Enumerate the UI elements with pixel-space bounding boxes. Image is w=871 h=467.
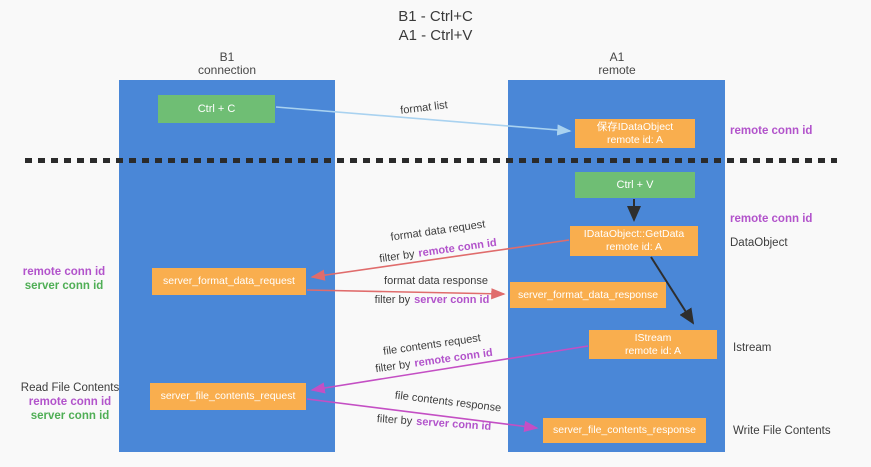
node-ctrl-v: Ctrl + V bbox=[575, 172, 695, 198]
filter-by-text-2: filter by bbox=[374, 294, 411, 306]
node-save-idataobject: 保存IDataObject remote id: A bbox=[575, 119, 695, 148]
istream-side-label: Istream bbox=[733, 342, 772, 354]
left-server-conn-id-2: server conn id bbox=[30, 410, 110, 422]
format-request-label: server_format_data_request bbox=[163, 275, 295, 287]
title-line-1: B1 - Ctrl+C bbox=[398, 8, 473, 25]
remote-conn-id-text-1: remote conn id bbox=[417, 236, 498, 260]
save-idataobject-line2: remote id: A bbox=[606, 133, 664, 146]
diagram-title: B1 - Ctrl+C A1 - Ctrl+V bbox=[0, 7, 871, 45]
node-server-file-contents-request: server_file_contents_request bbox=[150, 383, 306, 410]
file-request-label: server_file_contents_request bbox=[160, 390, 296, 402]
save-idataobject-line1: 保存IDataObject bbox=[596, 120, 674, 133]
left-server-conn-id-1: server conn id bbox=[24, 280, 104, 292]
left-remote-conn-id-2: remote conn id bbox=[28, 396, 112, 408]
filter-by-text-4: filter by bbox=[376, 413, 413, 428]
left-file-conn-id-group: Read File Contents remote conn id server… bbox=[10, 381, 130, 423]
istream-line2: remote id: A bbox=[624, 344, 682, 357]
lane-b1-role: connection bbox=[197, 63, 257, 77]
lane-a1-role: remote bbox=[598, 63, 636, 77]
read-file-contents-label: Read File Contents bbox=[20, 382, 120, 394]
right-remote-conn-id-mid: remote conn id bbox=[730, 213, 813, 225]
lane-header-b1: B1 connection bbox=[119, 51, 335, 77]
node-server-format-data-request: server_format_data_request bbox=[152, 268, 306, 295]
ctrl-c-label: Ctrl + C bbox=[197, 102, 236, 115]
ctrl-v-label: Ctrl + V bbox=[616, 178, 654, 191]
format-response-label: server_format_data_response bbox=[517, 288, 659, 301]
filter-by-text-3: filter by bbox=[374, 358, 412, 376]
server-conn-id-text-2: server conn id bbox=[415, 415, 492, 433]
left-remote-conn-id-1: remote conn id bbox=[22, 266, 106, 278]
label-file-contents-response: file contents response bbox=[394, 389, 502, 415]
left-format-conn-id-group: remote conn id server conn id bbox=[4, 265, 124, 293]
node-server-format-data-response: server_format_data_response bbox=[510, 282, 666, 308]
label-format-list: format list bbox=[399, 99, 449, 117]
node-idataobject-getdata: IDataObject::GetData remote id: A bbox=[570, 226, 698, 256]
right-remote-conn-id-top: remote conn id bbox=[730, 125, 813, 137]
dataobject-label: DataObject bbox=[730, 237, 788, 249]
lane-a1-name: A1 bbox=[609, 50, 625, 64]
lane-header-a1: A1 remote bbox=[509, 51, 725, 77]
node-istream: IStream remote id: A bbox=[589, 330, 717, 359]
istream-line1: IStream bbox=[634, 331, 672, 344]
label-format-data-response: format data response bbox=[384, 275, 488, 287]
server-conn-id-text-1: server conn id bbox=[414, 294, 490, 306]
write-file-contents-label: Write File Contents bbox=[733, 425, 831, 437]
node-ctrl-c: Ctrl + C bbox=[158, 95, 275, 123]
getdata-line2: remote id: A bbox=[605, 241, 663, 253]
filter-by-text-1: filter by bbox=[378, 248, 416, 266]
lane-b1-name: B1 bbox=[219, 50, 235, 64]
node-server-file-contents-response: server_file_contents_response bbox=[543, 418, 706, 443]
session-divider-dashed-line bbox=[25, 158, 837, 163]
file-response-label: server_file_contents_response bbox=[552, 424, 696, 436]
getdata-line1: IDataObject::GetData bbox=[583, 228, 685, 240]
title-line-2: A1 - Ctrl+V bbox=[398, 27, 473, 44]
